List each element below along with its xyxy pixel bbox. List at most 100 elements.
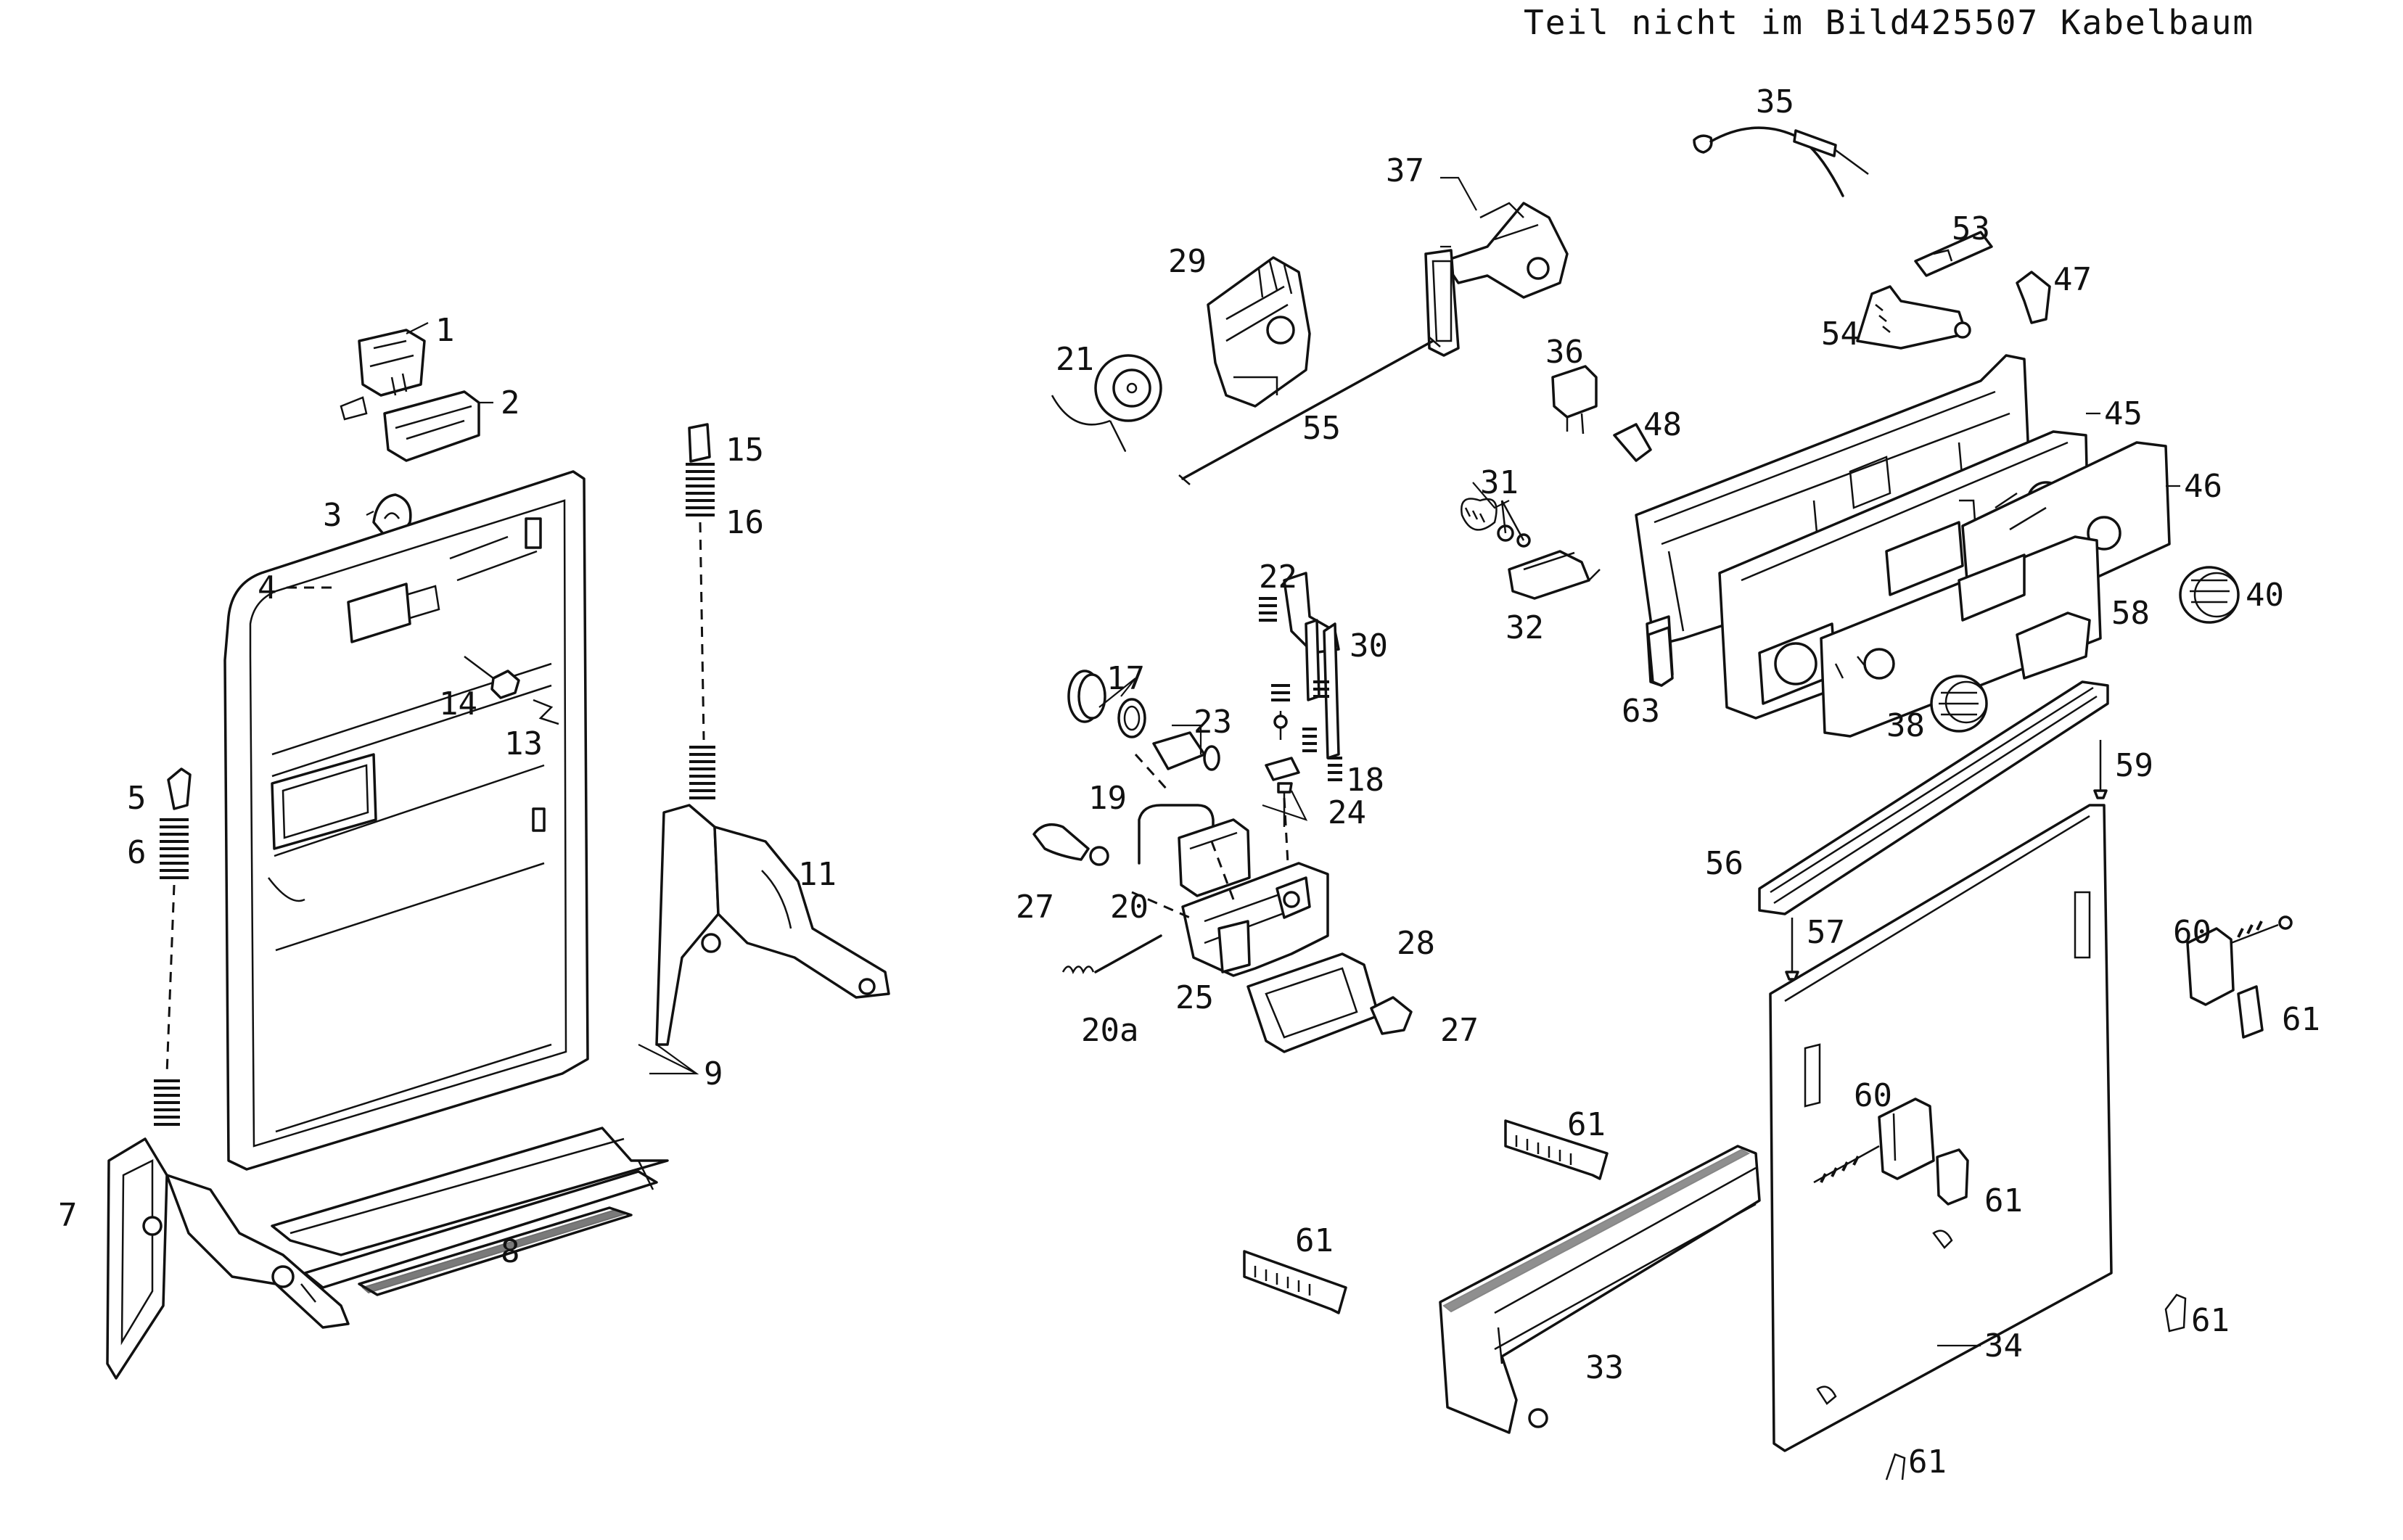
callout-7: 7 <box>58 1197 78 1234</box>
part-25-lock-housing <box>1181 862 1329 977</box>
part-57-screw <box>1785 918 1799 981</box>
part-27-clip-upper <box>1032 823 1109 866</box>
part-61-small-clip-center <box>1936 1148 1969 1206</box>
callout-21: 21 <box>1056 341 1094 378</box>
callout-59: 59 <box>2115 747 2153 784</box>
part-1-latch-bracket <box>340 329 426 421</box>
part-33-kick-panel <box>1439 1145 1761 1434</box>
part-61-small-clip-bottom <box>1885 1453 1906 1481</box>
callout-14: 14 <box>439 685 477 722</box>
part-7-left-hinge <box>106 1137 350 1380</box>
callout-60-center: 60 <box>1854 1077 1892 1114</box>
part-30-latch-lever <box>1305 619 1340 759</box>
callout-13: 13 <box>504 725 543 762</box>
part-53-switch <box>1914 231 1993 277</box>
callout-31: 31 <box>1480 464 1519 501</box>
callout-61-bottom: 61 <box>1908 1444 1947 1481</box>
callout-35: 35 <box>1756 83 1794 120</box>
part-34-outer-door-panel <box>1769 804 2113 1452</box>
part-3-clip <box>372 493 412 537</box>
part-31-switch-bracket <box>1461 498 1531 548</box>
part-32-bracket <box>1508 550 1601 600</box>
callout-20: 20 <box>1110 889 1149 926</box>
part-60-hinge-right <box>2186 915 2293 1006</box>
callout-2: 2 <box>501 384 520 421</box>
part-61-rail-lower <box>1243 1250 1347 1314</box>
callout-4: 4 <box>258 569 277 606</box>
callout-37: 37 <box>1386 152 1424 189</box>
part-37-switch-lever <box>1424 202 1569 357</box>
callout-18: 18 <box>1346 762 1384 799</box>
callout-58: 58 <box>2111 595 2150 632</box>
callout-36: 36 <box>1545 334 1584 371</box>
part-8-seal-strip <box>358 1160 654 1296</box>
callout-38: 38 <box>1886 707 1925 744</box>
callout-labels: 1 2 3 4 5 6 7 8 9 11 13 14 15 16 17 18 1… <box>58 83 2320 1481</box>
part-11-right-hinge <box>655 804 890 1046</box>
callout-61-center: 61 <box>1984 1182 2023 1219</box>
assembly-guide-lines <box>1131 753 1289 919</box>
callout-1: 1 <box>435 312 455 349</box>
callout-55: 55 <box>1302 410 1341 447</box>
callout-20a: 20a <box>1081 1012 1138 1049</box>
part-36-relay <box>1551 365 1598 435</box>
callout-46: 46 <box>2184 468 2222 505</box>
part-15-hook <box>688 423 711 463</box>
part-24-screw <box>1265 684 1300 827</box>
part-63-bracket <box>1647 626 1674 687</box>
part-35-cable <box>1693 126 1869 197</box>
callout-47: 47 <box>2053 261 2092 298</box>
part-19-handle-bracket <box>1138 804 1215 865</box>
callout-53: 53 <box>1952 210 1990 247</box>
callout-48: 48 <box>1643 406 1682 443</box>
part-9-trim-strip <box>271 1127 669 1303</box>
callout-32: 32 <box>1506 609 1544 646</box>
part-61-small-clip-bottom-right <box>2164 1293 2187 1333</box>
part-18-spring <box>1302 728 1342 781</box>
callout-60-right: 60 <box>2173 914 2211 951</box>
part-5-hook <box>167 767 192 810</box>
part-14-screw <box>464 656 520 699</box>
part-6-spring-left <box>154 818 189 1126</box>
callout-3: 3 <box>323 497 342 534</box>
part-47-clip <box>2016 271 2051 324</box>
callout-27-upper: 27 <box>1016 889 1054 926</box>
callout-17: 17 <box>1106 660 1145 697</box>
part-61-rail-upper <box>1504 1119 1609 1180</box>
part-4-inner-door-frame <box>223 470 589 1171</box>
callout-8: 8 <box>501 1233 520 1270</box>
header-part-not-shown-label: Teil nicht im Bild <box>1524 3 1912 42</box>
part-60-hinge-center <box>1813 1098 1935 1184</box>
callout-29: 29 <box>1168 243 1207 280</box>
callout-16: 16 <box>726 504 764 541</box>
callout-34: 34 <box>1984 1327 2023 1364</box>
callout-22: 22 <box>1259 559 1297 596</box>
callout-25: 25 <box>1175 979 1214 1016</box>
callout-57: 57 <box>1807 914 1845 951</box>
part-23-clip <box>1152 731 1220 771</box>
part-21-gear-wheel <box>1051 354 1162 452</box>
callout-54: 54 <box>1821 316 1860 353</box>
part-54-lever <box>1856 285 1971 350</box>
part-56-strip <box>1758 680 2109 915</box>
callout-9: 9 <box>704 1055 723 1092</box>
callout-45: 45 <box>2104 395 2143 432</box>
part-48-pin <box>1613 423 1652 462</box>
part-17-ring <box>1067 670 1146 738</box>
callout-61-right: 61 <box>2282 1001 2320 1038</box>
callout-33: 33 <box>1585 1349 1624 1386</box>
callout-19: 19 <box>1088 780 1127 817</box>
part-59-screw <box>2093 740 2108 799</box>
part-38-knob <box>1930 675 1988 733</box>
part-13-clip <box>533 699 559 725</box>
callout-23: 23 <box>1194 704 1232 741</box>
leader-lines <box>287 176 2180 1347</box>
part-2-latch-cover <box>383 390 480 462</box>
callout-61-upper-rail: 61 <box>1567 1106 1606 1143</box>
callout-28: 28 <box>1397 925 1435 962</box>
callout-5: 5 <box>127 780 147 817</box>
part-27-clip-lower <box>1370 996 1413 1035</box>
part-20-gasket <box>1178 818 1251 897</box>
callout-63: 63 <box>1622 693 1660 730</box>
